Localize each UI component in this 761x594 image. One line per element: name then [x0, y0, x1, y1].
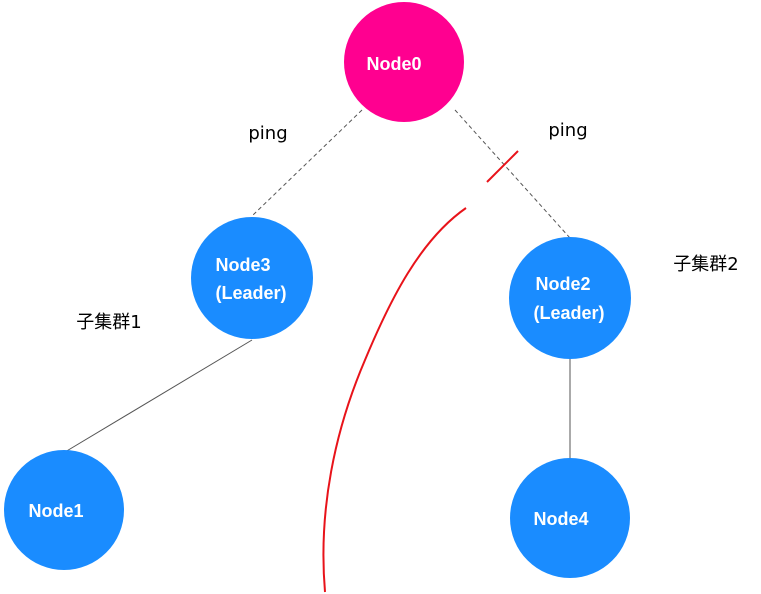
- node0-label: Node0: [366, 54, 421, 74]
- ping-link-node0-node3: [251, 109, 363, 217]
- ping-link-node0-node2: [454, 109, 571, 239]
- node4[interactable]: Node4: [510, 458, 630, 578]
- node2-circle: [509, 237, 631, 359]
- node4-label: Node4: [533, 509, 588, 529]
- node1-circle: [4, 450, 124, 570]
- node2[interactable]: Node2 (Leader): [509, 237, 631, 359]
- ping-label-right: ping: [548, 120, 587, 141]
- partition-curve: [322, 207, 467, 593]
- node3-label-line2: (Leader): [215, 283, 286, 303]
- node1-label: Node1: [28, 501, 83, 521]
- broken-link-mark: [486, 150, 519, 183]
- cluster1-label: 子集群1: [76, 312, 141, 333]
- node3-circle: [191, 217, 313, 339]
- cluster2-label: 子集群2: [673, 254, 738, 275]
- node4-circle: [510, 458, 630, 578]
- link-node3-node1: [64, 339, 253, 453]
- node1[interactable]: Node1: [4, 450, 124, 570]
- node3-label-line1: Node3: [215, 255, 270, 275]
- node0[interactable]: Node0: [344, 2, 464, 122]
- node3[interactable]: Node3 (Leader): [191, 217, 313, 339]
- ping-label-left: ping: [248, 123, 287, 144]
- node0-circle: [344, 2, 464, 122]
- node2-label-line2: (Leader): [533, 303, 604, 323]
- node2-label-line1: Node2: [535, 274, 590, 294]
